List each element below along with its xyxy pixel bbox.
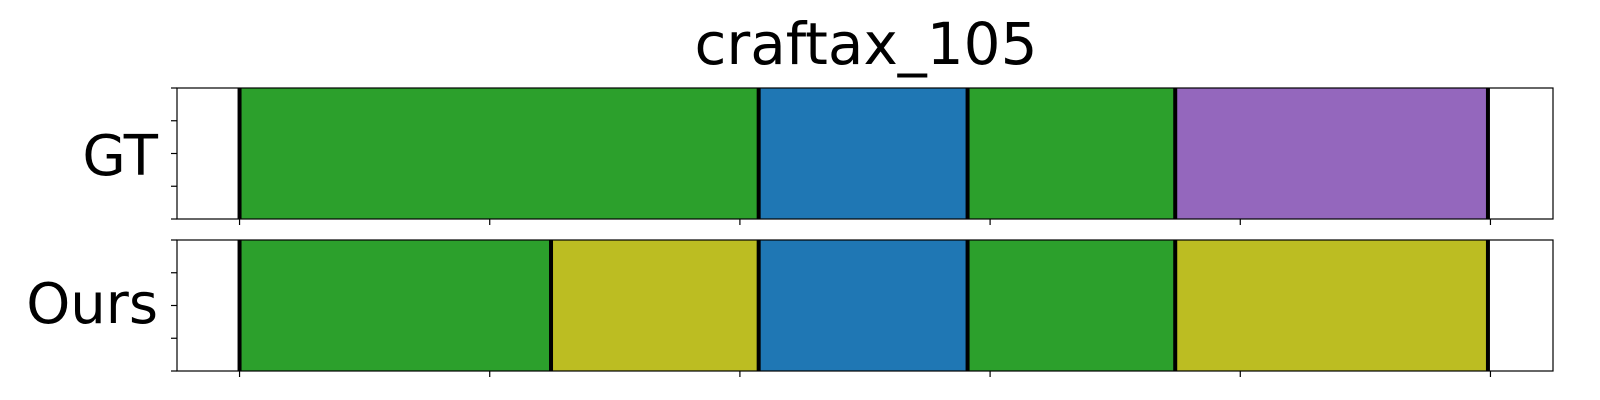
segment [239, 88, 759, 219]
panel-ours: Ours [26, 239, 1554, 377]
segment [1175, 88, 1488, 219]
chart-title: craftax_105 [695, 10, 1038, 78]
segment [967, 88, 1176, 219]
panel-gt: GT [82, 87, 1554, 225]
segment [758, 240, 968, 371]
panels: GT Ours [26, 87, 1554, 377]
segment [758, 88, 968, 219]
segment [1175, 240, 1488, 371]
row-label-ours: Ours [26, 272, 158, 337]
segment [551, 240, 759, 371]
row-label-gt: GT [82, 124, 158, 189]
segment [967, 240, 1176, 371]
segment [239, 240, 552, 371]
